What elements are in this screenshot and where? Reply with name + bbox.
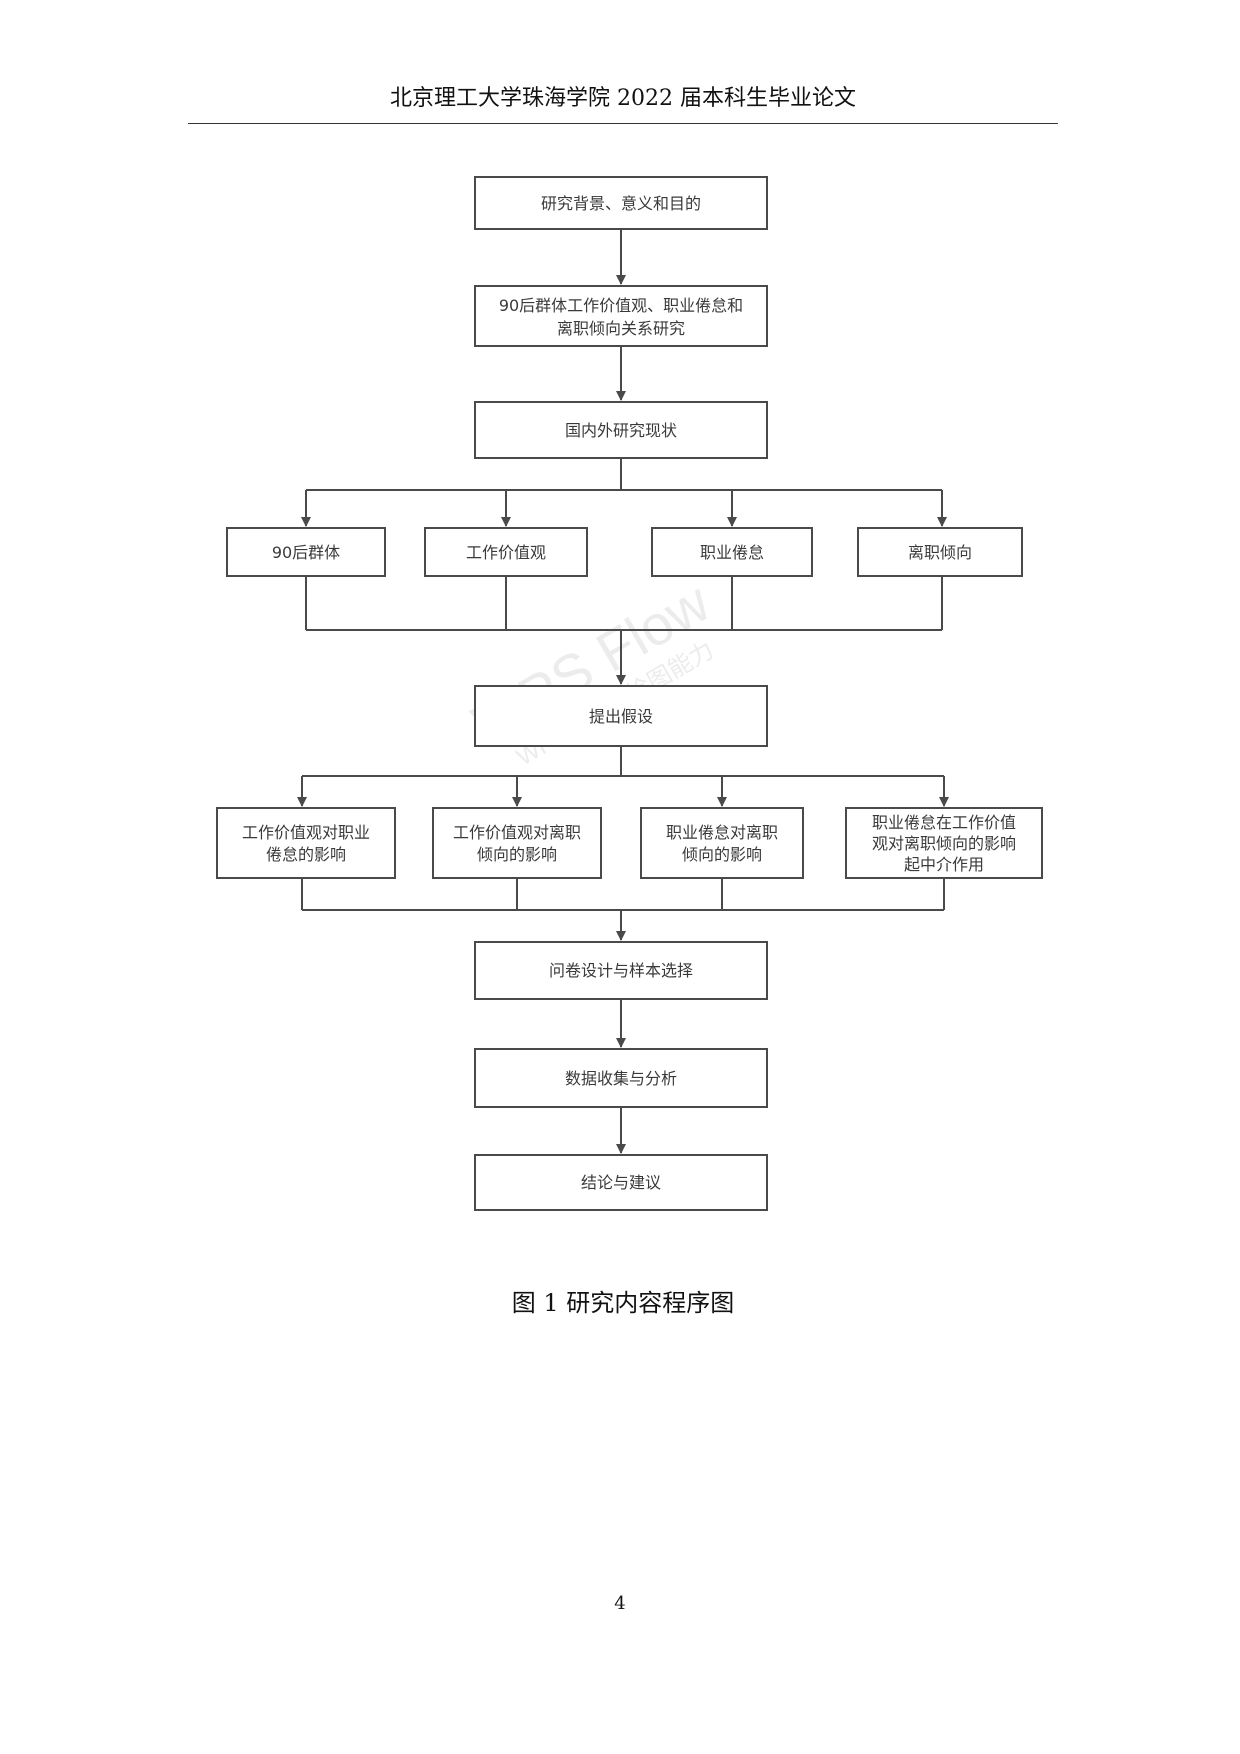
node-conclusion: 结论与建议 — [474, 1154, 768, 1211]
svg-text:90后群体工作价值观、职业倦怠和: 90后群体工作价值观、职业倦怠和 — [499, 296, 743, 315]
node-h3: 职业倦怠对离职 倾向的影响 — [640, 807, 804, 879]
node-h1: 工作价值观对职业 倦怠的影响 — [216, 807, 396, 879]
svg-text:结论与建议: 结论与建议 — [581, 1173, 661, 1192]
svg-text:离职倾向关系研究: 离职倾向关系研究 — [557, 319, 685, 338]
svg-text:提出假设: 提出假设 — [589, 707, 653, 726]
node-h2: 工作价值观对离职 倾向的影响 — [432, 807, 602, 879]
node-survey: 问卷设计与样本选择 — [474, 941, 768, 1000]
page-header: 北京理工大学珠海学院 2022 届本科生毕业论文 — [390, 86, 856, 111]
figure-caption: 图 1 研究内容程序图 — [511, 1289, 735, 1317]
watermark: WPS Flow WPS仅提供绘图能力 — [462, 570, 720, 771]
svg-text:工作价值观: 工作价值观 — [466, 543, 546, 562]
svg-text:观对离职倾向的影响: 观对离职倾向的影响 — [872, 834, 1016, 853]
svg-text:问卷设计与样本选择: 问卷设计与样本选择 — [549, 961, 693, 980]
node-turnover: 离职倾向 — [857, 527, 1023, 577]
svg-text:职业倦怠在工作价值: 职业倦怠在工作价值 — [872, 813, 1016, 832]
node-hypothesis: 提出假设 — [474, 685, 768, 747]
svg-text:起中介作用: 起中介作用 — [904, 855, 984, 874]
node-research-status: 国内外研究现状 — [474, 401, 768, 459]
node-data-analysis: 数据收集与分析 — [474, 1048, 768, 1108]
node-burnout: 职业倦怠 — [651, 527, 813, 577]
header-rule — [188, 123, 1058, 124]
node-h4: 职业倦怠在工作价值 观对离职倾向的影响 起中介作用 — [845, 807, 1043, 879]
svg-text:离职倾向: 离职倾向 — [908, 543, 972, 562]
svg-text:职业倦怠对离职: 职业倦怠对离职 — [666, 823, 778, 842]
svg-text:90后群体: 90后群体 — [272, 543, 340, 562]
svg-text:倾向的影响: 倾向的影响 — [477, 845, 557, 864]
node-relation-study: 90后群体工作价值观、职业倦怠和 离职倾向关系研究 — [474, 285, 768, 347]
node-work-values: 工作价值观 — [424, 527, 588, 577]
svg-text:国内外研究现状: 国内外研究现状 — [565, 421, 677, 440]
svg-text:工作价值观对职业: 工作价值观对职业 — [242, 823, 370, 842]
page-number: 4 — [614, 1593, 626, 1614]
node-background: 研究背景、意义和目的 — [474, 176, 768, 230]
svg-text:倾向的影响: 倾向的影响 — [682, 845, 762, 864]
svg-text:职业倦怠: 职业倦怠 — [700, 543, 764, 562]
svg-text:倦怠的影响: 倦怠的影响 — [266, 845, 346, 864]
svg-text:研究背景、意义和目的: 研究背景、意义和目的 — [541, 194, 701, 213]
svg-text:工作价值观对离职: 工作价值观对离职 — [453, 823, 581, 842]
node-gen90: 90后群体 — [226, 527, 386, 577]
svg-text:数据收集与分析: 数据收集与分析 — [565, 1069, 677, 1088]
